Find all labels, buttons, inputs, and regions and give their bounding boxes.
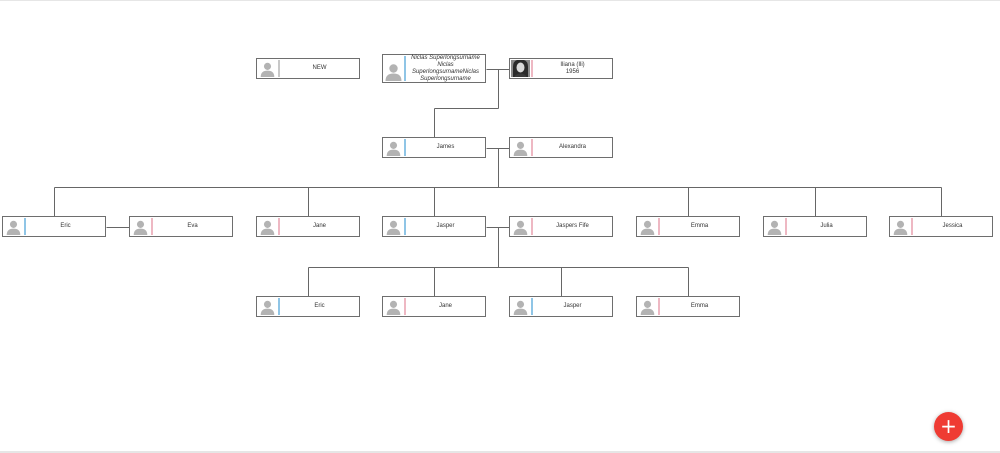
person-name: Iliana (Ili) 1956 bbox=[560, 61, 585, 75]
person-name: Jane bbox=[312, 223, 326, 229]
person-card-eric[interactable]: Eric bbox=[2, 216, 106, 237]
person-name: Eric bbox=[60, 223, 71, 229]
person-name: Eva bbox=[187, 223, 198, 229]
person-card-iliana[interactable]: Iliana (Ili) 1956 bbox=[509, 58, 613, 79]
avatar-portrait-photo bbox=[511, 60, 530, 77]
gender-bar bbox=[278, 298, 280, 315]
avatar-placeholder-icon bbox=[511, 139, 530, 156]
gender-bar bbox=[531, 218, 533, 235]
avatar-placeholder-icon bbox=[765, 218, 784, 235]
gender-bar bbox=[278, 60, 280, 77]
person-name: Niclas Superlongsurname Niclas Superlong… bbox=[411, 54, 480, 82]
avatar-placeholder-icon bbox=[4, 218, 23, 235]
avatar-placeholder-icon bbox=[384, 218, 403, 235]
person-name: Jane bbox=[438, 303, 452, 309]
avatar-placeholder-icon bbox=[258, 298, 277, 315]
person-name: Emma bbox=[690, 303, 709, 309]
person-card-emma-2[interactable]: Emma bbox=[636, 296, 740, 317]
gender-bar bbox=[658, 298, 660, 315]
avatar-placeholder-icon bbox=[638, 298, 657, 315]
person-name: Jasper bbox=[563, 303, 582, 309]
person-card-james[interactable]: James bbox=[382, 137, 486, 158]
person-card-alexandra[interactable]: Alexandra bbox=[509, 137, 613, 158]
person-card-jane-2[interactable]: Jane bbox=[382, 296, 486, 317]
gender-bar bbox=[531, 139, 533, 156]
person-name: Eric bbox=[314, 303, 325, 309]
plus-icon: + bbox=[940, 414, 957, 438]
add-person-button[interactable]: + bbox=[934, 412, 963, 441]
avatar-placeholder-icon bbox=[511, 218, 530, 235]
gender-bar bbox=[531, 60, 533, 77]
gender-bar bbox=[531, 298, 533, 315]
person-card-jasper[interactable]: Jasper bbox=[382, 216, 486, 237]
top-divider bbox=[0, 0, 1000, 1]
person-name: Emma bbox=[690, 223, 709, 229]
person-card-jane[interactable]: Jane bbox=[256, 216, 360, 237]
person-card-new[interactable]: NEW bbox=[256, 58, 360, 79]
avatar-placeholder-icon bbox=[384, 139, 403, 156]
person-name: Julia bbox=[820, 223, 833, 229]
gender-bar bbox=[785, 218, 787, 235]
person-card-emma[interactable]: Emma bbox=[636, 216, 740, 237]
avatar-placeholder-icon bbox=[511, 298, 530, 315]
person-card-eva[interactable]: Eva bbox=[129, 216, 233, 237]
gender-bar bbox=[151, 218, 153, 235]
person-card-julia[interactable]: Julia bbox=[763, 216, 867, 237]
person-name: Jasper bbox=[436, 223, 455, 229]
gender-bar bbox=[404, 139, 406, 156]
avatar-placeholder-icon bbox=[638, 218, 657, 235]
person-card-niclas[interactable]: Niclas Superlongsurname Niclas Superlong… bbox=[382, 54, 486, 83]
gender-bar bbox=[278, 218, 280, 235]
person-name: Alexandra bbox=[558, 144, 587, 150]
gender-bar bbox=[404, 298, 406, 315]
avatar-placeholder-icon bbox=[131, 218, 150, 235]
person-card-jaspers-fife[interactable]: Jaspers Fife bbox=[509, 216, 613, 237]
avatar-placeholder-icon bbox=[384, 298, 403, 315]
gender-bar bbox=[911, 218, 913, 235]
avatar-placeholder-icon bbox=[384, 56, 403, 81]
person-card-eric-2[interactable]: Eric bbox=[256, 296, 360, 317]
person-card-jasper-2[interactable]: Jasper bbox=[509, 296, 613, 317]
person-name: Jaspers Fife bbox=[556, 223, 589, 229]
avatar-placeholder-icon bbox=[258, 60, 277, 77]
avatar-placeholder-icon bbox=[891, 218, 910, 235]
gender-bar bbox=[404, 56, 406, 81]
gender-bar bbox=[24, 218, 26, 235]
gender-bar bbox=[404, 218, 406, 235]
person-name: James bbox=[436, 144, 455, 150]
person-card-jessica[interactable]: Jessica bbox=[889, 216, 993, 237]
avatar-placeholder-icon bbox=[258, 218, 277, 235]
person-name: Jessica bbox=[942, 223, 963, 229]
person-name: NEW bbox=[312, 65, 327, 71]
gender-bar bbox=[658, 218, 660, 235]
bottom-divider bbox=[0, 451, 1000, 453]
